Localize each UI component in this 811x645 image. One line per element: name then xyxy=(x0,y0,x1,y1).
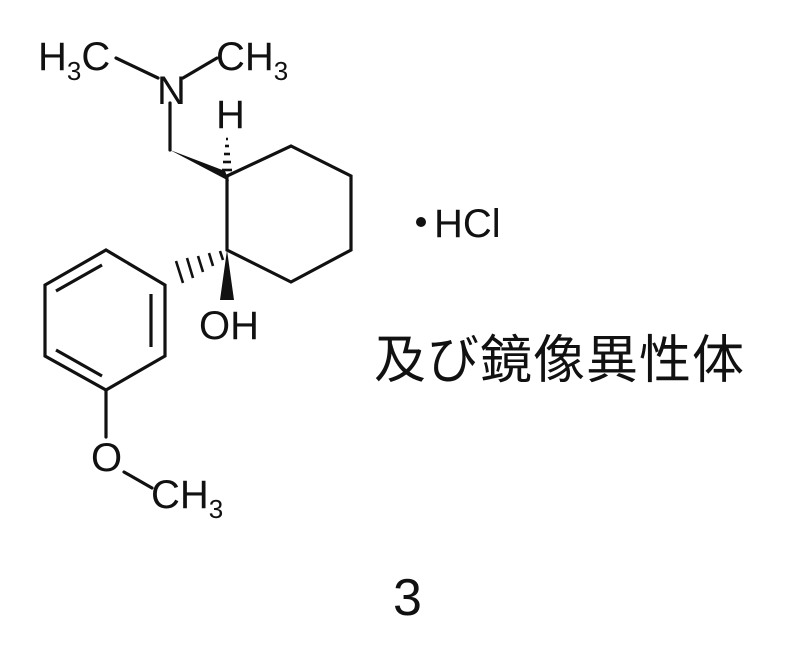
nitrogen-atom: N xyxy=(157,69,186,113)
benzene-inner-bonds xyxy=(55,263,153,378)
ch3-group-right: CH3 xyxy=(216,35,288,86)
enantiomer-note: 及び鏡像異性体 xyxy=(374,331,746,391)
benzene-ring xyxy=(43,248,167,392)
hcl-text: HCl xyxy=(434,202,501,246)
hashed-bond-c1-h xyxy=(222,137,232,172)
wedge-bond-c2-oh xyxy=(220,250,234,300)
compound-number: 3 xyxy=(393,569,422,627)
h3c-group-left: H3C xyxy=(38,35,110,86)
hcl-salt-label: HCl xyxy=(416,202,501,247)
hydrogen-atom: H xyxy=(216,93,245,137)
bond-o-ch3 xyxy=(122,470,154,490)
methoxy-ch3-group: CH3 xyxy=(151,473,223,524)
bond-n-ch3 xyxy=(181,56,219,80)
hydroxyl-group: OH xyxy=(199,304,259,348)
wedge-bond-ch2-c1 xyxy=(170,150,229,181)
salt-dot xyxy=(416,217,426,228)
bond-h3c-n xyxy=(114,56,160,80)
cyclohexane-ring xyxy=(225,144,353,284)
oxygen-atom: O xyxy=(91,436,122,480)
hashed-bond-c2-phenyl xyxy=(174,250,225,284)
